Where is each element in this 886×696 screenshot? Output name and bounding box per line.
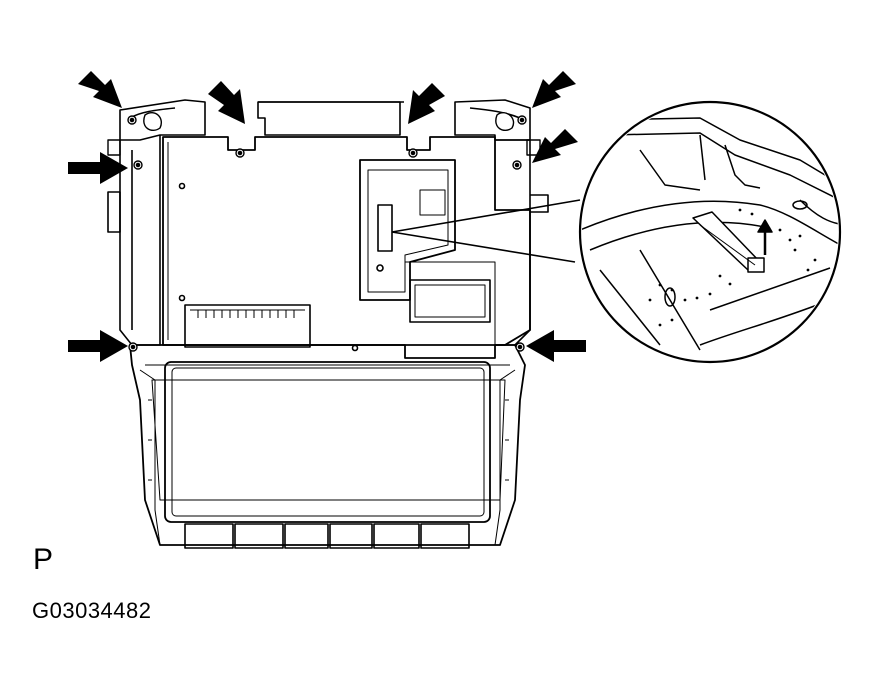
callout-leader xyxy=(391,199,581,263)
arrow-right-icon xyxy=(208,81,245,124)
screw-icon xyxy=(512,160,522,170)
detail-magnifier xyxy=(578,100,842,364)
mounting-plate xyxy=(162,136,531,359)
screws xyxy=(107,111,541,352)
arrow-right-icon xyxy=(68,152,128,184)
lower-right-block xyxy=(409,279,491,323)
front-panel xyxy=(129,344,526,549)
arrow-left-icon xyxy=(532,71,576,108)
screw-icon xyxy=(235,148,245,158)
arrow-right-icon xyxy=(78,71,122,108)
screw-icon xyxy=(408,148,418,158)
arrow-left-icon xyxy=(408,83,445,124)
screw-icon xyxy=(515,342,525,352)
pointer-arrows xyxy=(68,71,586,362)
view-letter: P xyxy=(33,543,54,576)
screw-icon xyxy=(517,115,527,125)
screw-icon xyxy=(133,160,143,170)
arrow-left-icon xyxy=(526,330,586,362)
screw-icon xyxy=(127,115,137,125)
arrow-left-icon xyxy=(532,129,578,163)
button-row xyxy=(184,523,470,549)
screw-icon xyxy=(128,342,138,352)
display-window xyxy=(164,361,491,523)
connector-block xyxy=(184,304,311,348)
figure-id: G03034482 xyxy=(32,598,152,623)
arrow-right-icon xyxy=(68,330,128,362)
